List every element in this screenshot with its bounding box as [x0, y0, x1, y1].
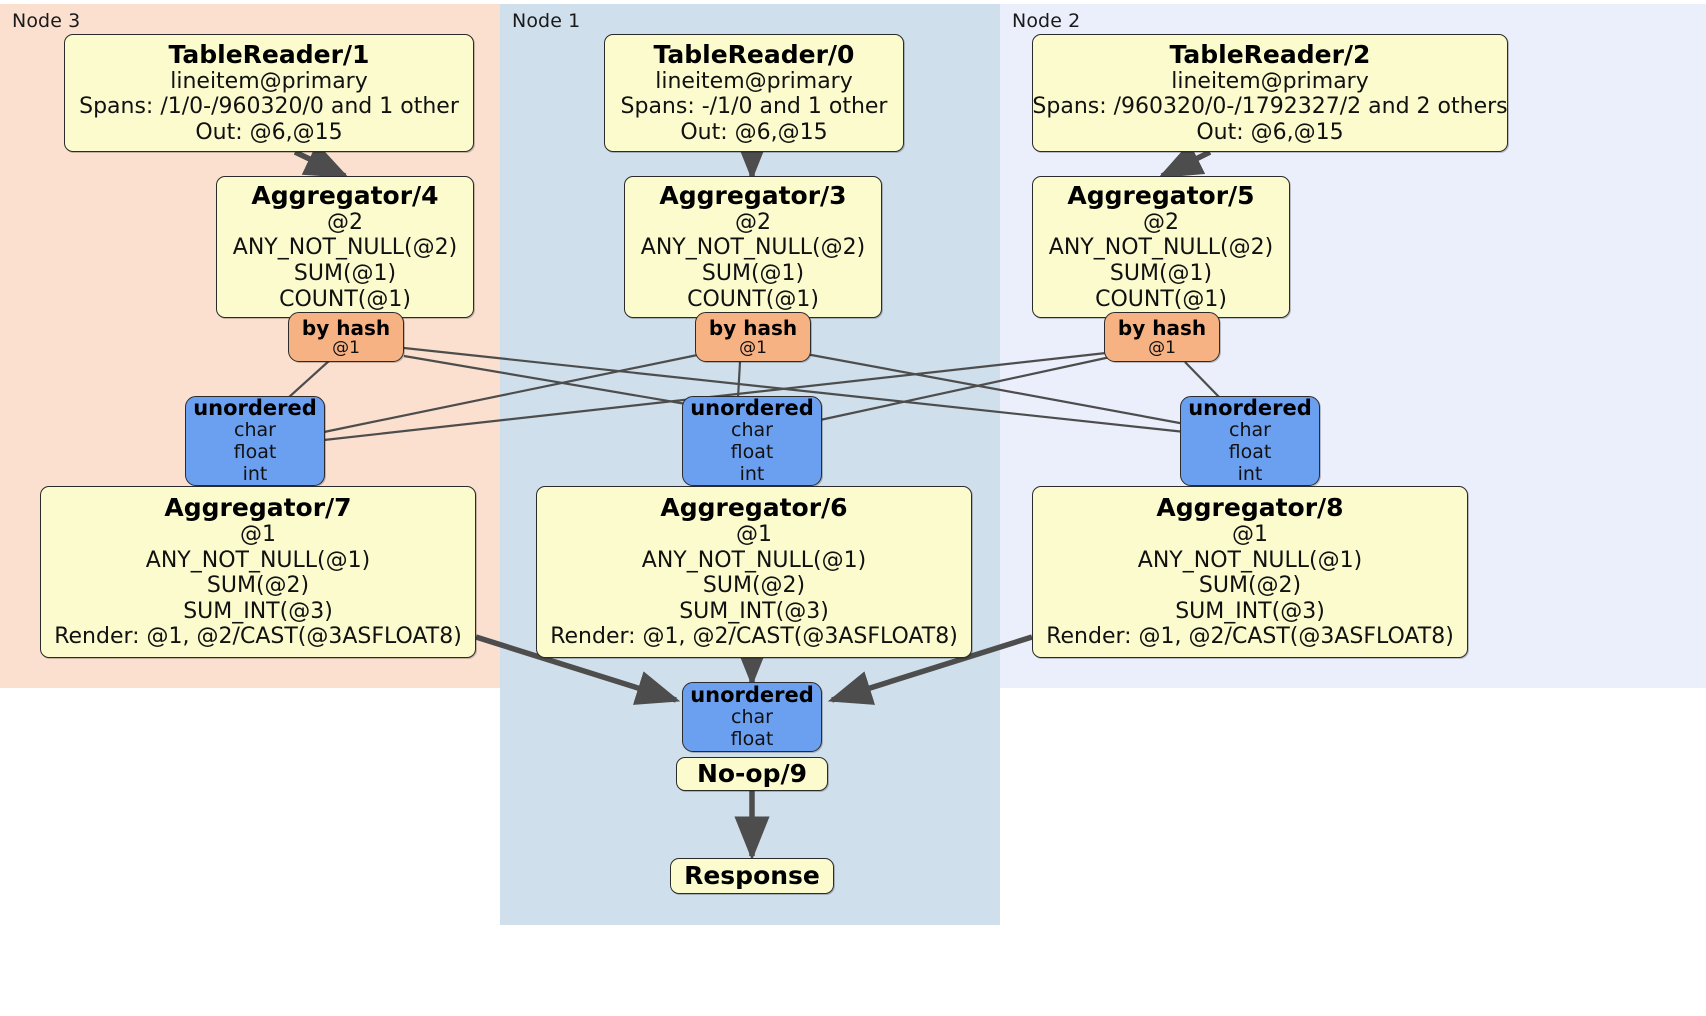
processor-line: Out: @6,@15	[1196, 119, 1344, 145]
processor-line: Out: @6,@15	[195, 119, 343, 145]
synchronizer-line: float	[1228, 441, 1272, 464]
processor-title: TableReader/2	[1169, 39, 1371, 69]
processor-line: SUM_INT(@3)	[1175, 598, 1325, 624]
synchronizer-line: float	[233, 441, 277, 464]
processor-line: ANY_NOT_NULL(@2)	[640, 235, 866, 261]
router-line: @1	[1148, 337, 1176, 358]
processor-line: lineitem@primary	[170, 68, 368, 94]
synchronizer-line: char	[234, 419, 276, 442]
processor-tablereader-1[interactable]: TableReader/1 lineitem@primary Spans: /1…	[64, 34, 474, 152]
processor-title: No-op/9	[696, 759, 808, 788]
processor-line: @2	[1143, 209, 1179, 235]
processor-title: Aggregator/5	[1067, 180, 1255, 210]
processor-line: SUM_INT(@3)	[679, 598, 829, 624]
processor-line: @1	[736, 522, 772, 548]
router-title: by hash	[1117, 315, 1207, 340]
synchronizer-line: char	[731, 706, 773, 729]
synchronizer-line: char	[731, 419, 773, 442]
processor-line: @1	[1232, 522, 1268, 548]
processor-aggregator-6[interactable]: Aggregator/6 @1 ANY_NOT_NULL(@1) SUM(@2)…	[536, 486, 972, 658]
router-title: by hash	[708, 315, 798, 340]
synchronizer-title: unordered	[193, 396, 317, 421]
synchronizer-unordered-node1[interactable]: unordered char float int	[682, 396, 822, 486]
processor-line: COUNT(@1)	[279, 286, 411, 312]
processor-line: COUNT(@1)	[1095, 286, 1227, 312]
processor-title: Aggregator/3	[659, 180, 847, 210]
processor-title: Response	[684, 861, 820, 890]
processor-title: TableReader/0	[653, 39, 855, 69]
processor-line: SUM(@1)	[293, 261, 397, 286]
synchronizer-line: int	[242, 463, 268, 485]
processor-line: lineitem@primary	[655, 68, 853, 94]
processor-aggregator-8[interactable]: Aggregator/8 @1 ANY_NOT_NULL(@1) SUM(@2)…	[1032, 486, 1468, 658]
synchronizer-line: char	[1229, 419, 1271, 442]
node-panel-label-node1: Node 1	[512, 10, 581, 32]
processor-line: ANY_NOT_NULL(@1)	[641, 547, 867, 573]
synchronizer-line: float	[730, 728, 774, 751]
router-by-hash-node3[interactable]: by hash @1	[288, 312, 404, 362]
processor-title: Aggregator/7	[164, 493, 352, 523]
processor-line: lineitem@primary	[1171, 68, 1369, 94]
processor-line: SUM(@2)	[1198, 573, 1302, 599]
processor-title: Aggregator/4	[251, 180, 439, 210]
synchronizer-line: float	[730, 441, 774, 464]
synchronizer-line: int	[739, 463, 765, 485]
synchronizer-unordered-node3[interactable]: unordered char float int	[185, 396, 325, 486]
processor-line: SUM(@2)	[206, 573, 310, 599]
processor-line: @2	[735, 209, 771, 235]
router-by-hash-node2[interactable]: by hash @1	[1104, 312, 1220, 362]
processor-line: COUNT(@1)	[687, 286, 819, 312]
processor-line: ANY_NOT_NULL(@1)	[145, 547, 371, 573]
processor-aggregator-3[interactable]: Aggregator/3 @2 ANY_NOT_NULL(@2) SUM(@1)…	[624, 176, 882, 318]
processor-line: SUM(@1)	[1109, 261, 1213, 286]
processor-line: SUM(@1)	[701, 261, 805, 286]
processor-line: ANY_NOT_NULL(@2)	[232, 235, 458, 261]
processor-line: SUM_INT(@3)	[183, 598, 333, 624]
processor-line: SUM(@2)	[702, 573, 806, 599]
router-line: @1	[739, 337, 767, 358]
processor-aggregator-5[interactable]: Aggregator/5 @2 ANY_NOT_NULL(@2) SUM(@1)…	[1032, 176, 1290, 318]
processor-noop-9[interactable]: No-op/9	[676, 757, 828, 791]
router-by-hash-node1[interactable]: by hash @1	[695, 312, 811, 362]
router-title: by hash	[301, 315, 391, 340]
processor-line: Spans: /1/0-/960320/0 and 1 other	[79, 94, 459, 120]
processor-line: Spans: /960320/0-/1792327/2 and 2 others	[1032, 94, 1508, 120]
processor-line: @1	[240, 522, 276, 548]
processor-line: ANY_NOT_NULL(@1)	[1137, 547, 1363, 573]
synchronizer-unordered-final[interactable]: unordered char float	[682, 682, 822, 752]
processor-aggregator-4[interactable]: Aggregator/4 @2 ANY_NOT_NULL(@2) SUM(@1)…	[216, 176, 474, 318]
router-line: @1	[332, 337, 360, 358]
synchronizer-unordered-node2[interactable]: unordered char float int	[1180, 396, 1320, 486]
node-panel-label-node3: Node 3	[12, 10, 81, 32]
processor-line: Render: @1, @2/CAST(@3ASFLOAT8)	[1046, 624, 1454, 650]
synchronizer-line: int	[1237, 463, 1263, 485]
processor-response[interactable]: Response	[670, 858, 834, 894]
processor-line: ANY_NOT_NULL(@2)	[1048, 235, 1274, 261]
processor-line: Spans: -/1/0 and 1 other	[620, 94, 888, 120]
node-panel-label-node2: Node 2	[1012, 10, 1081, 32]
processor-line: Out: @6,@15	[680, 119, 828, 145]
processor-title: Aggregator/8	[1156, 493, 1344, 523]
processor-tablereader-2[interactable]: TableReader/2 lineitem@primary Spans: /9…	[1032, 34, 1508, 152]
processor-title: TableReader/1	[168, 39, 370, 69]
processor-line: Render: @1, @2/CAST(@3ASFLOAT8)	[550, 624, 958, 650]
processor-line: Render: @1, @2/CAST(@3ASFLOAT8)	[54, 624, 462, 650]
processor-aggregator-7[interactable]: Aggregator/7 @1 ANY_NOT_NULL(@1) SUM(@2)…	[40, 486, 476, 658]
processor-line: @2	[327, 209, 363, 235]
synchronizer-title: unordered	[690, 683, 814, 708]
synchronizer-title: unordered	[690, 396, 814, 421]
processor-tablereader-0[interactable]: TableReader/0 lineitem@primary Spans: -/…	[604, 34, 904, 152]
processor-title: Aggregator/6	[660, 493, 848, 523]
synchronizer-title: unordered	[1188, 396, 1312, 421]
